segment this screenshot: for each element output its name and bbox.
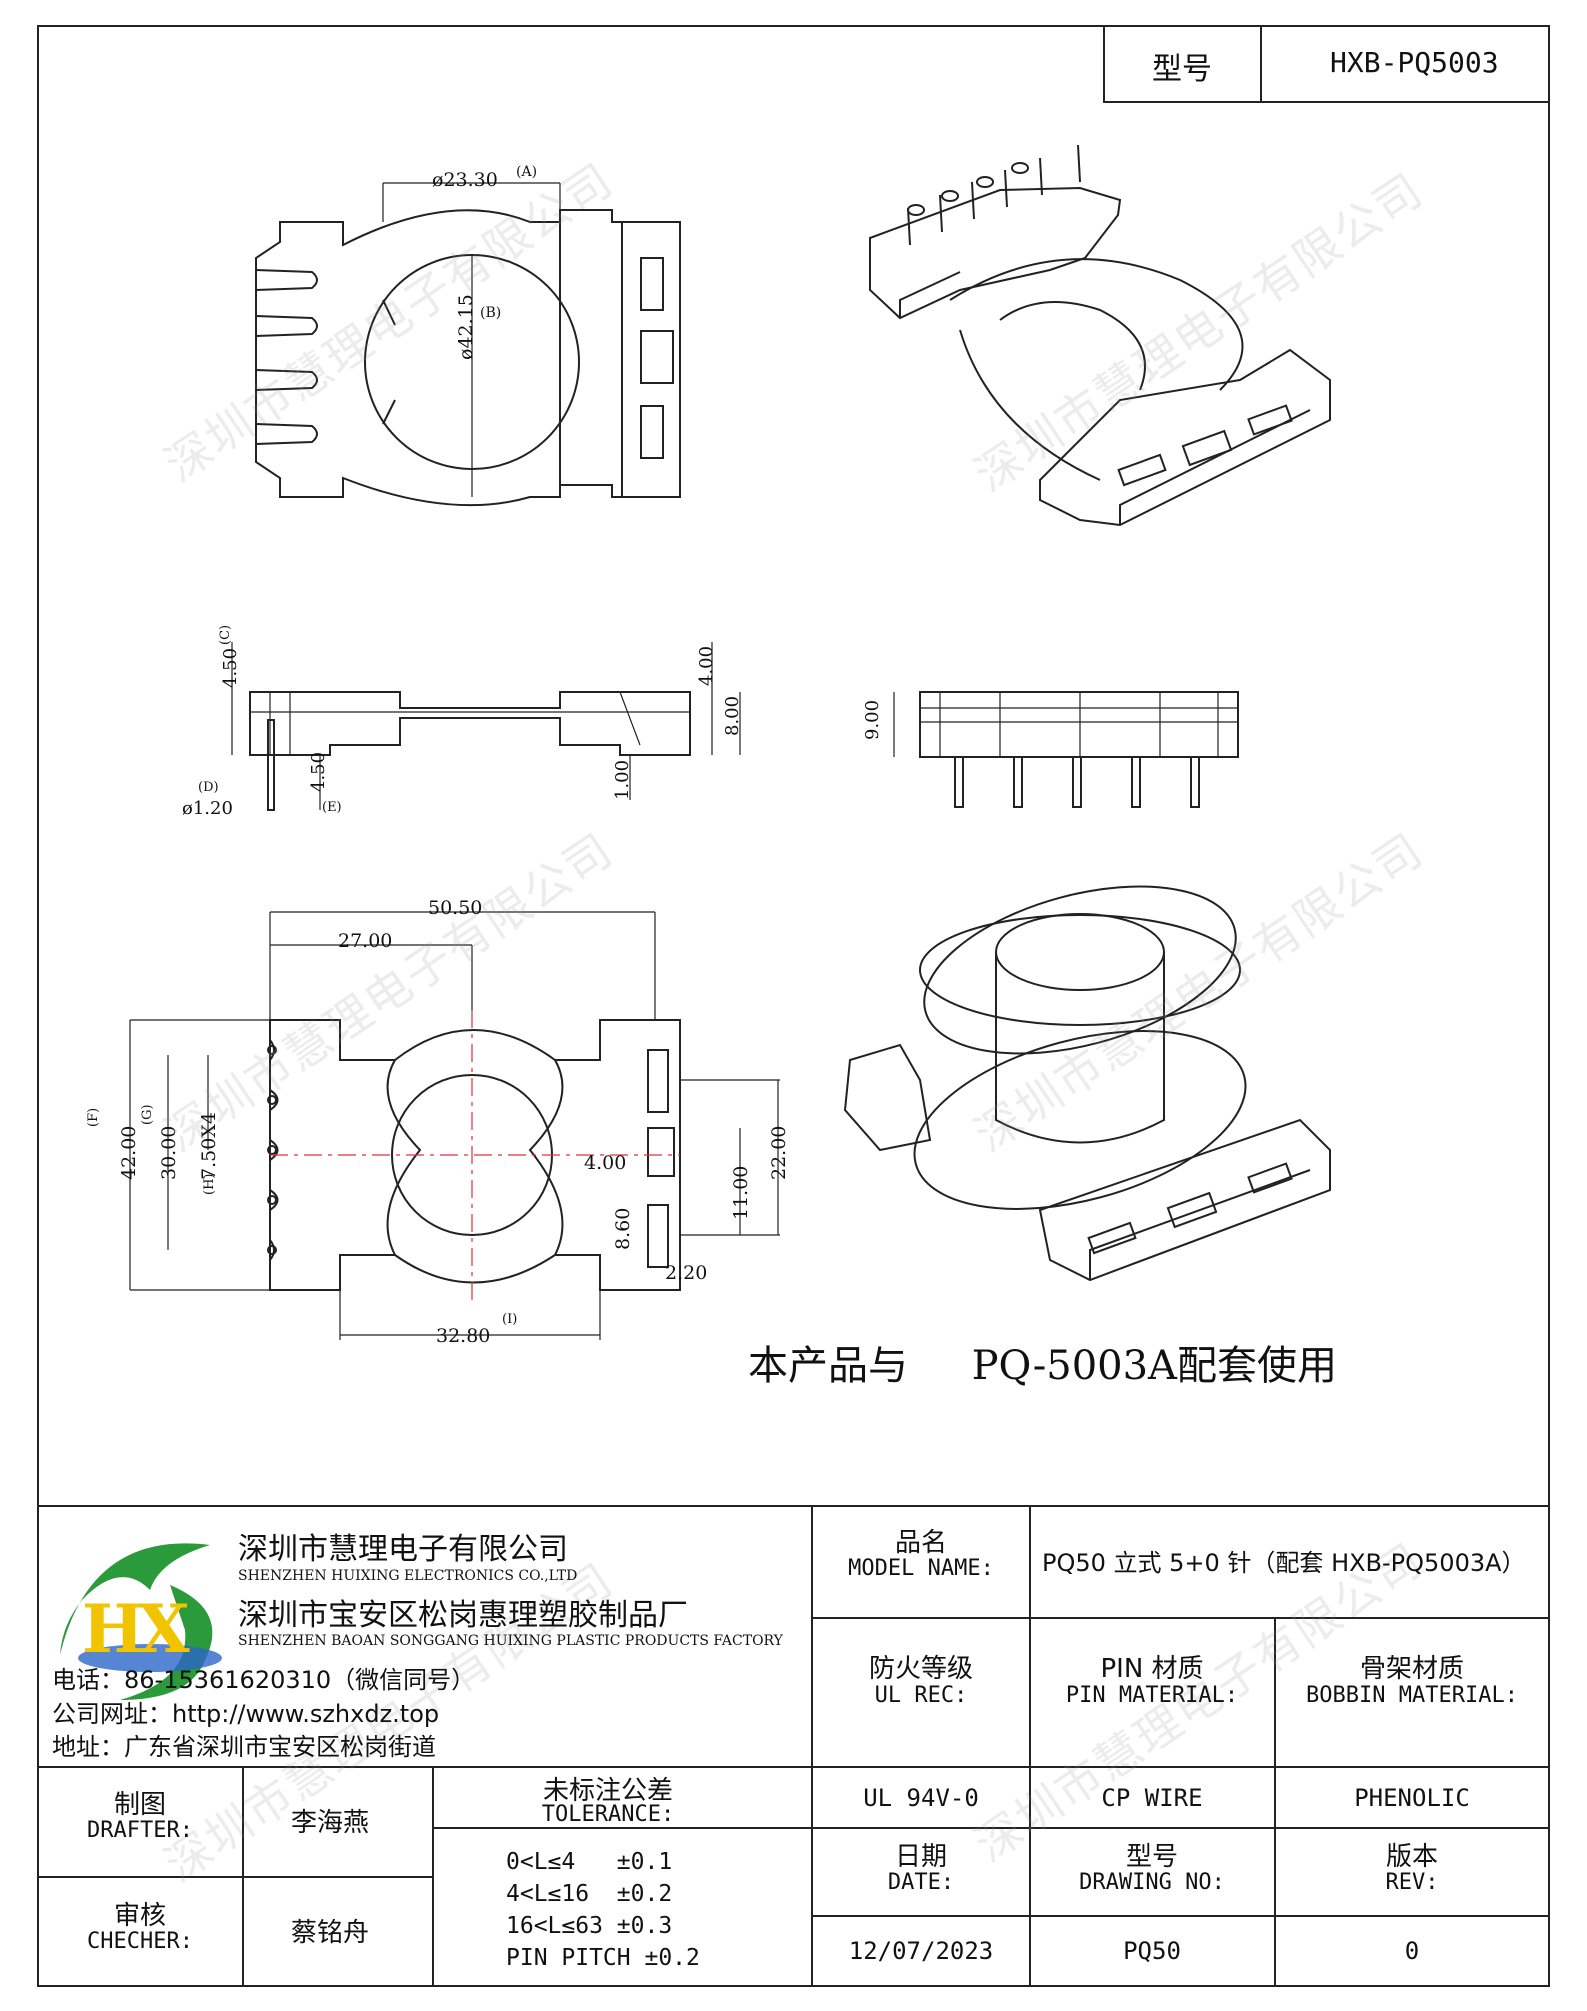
website[interactable]: 公司网址：http://www.szhxdz.top — [52, 1700, 440, 1728]
dim-A-mark: (A) — [516, 164, 538, 180]
dim-C: 4.50 — [220, 647, 241, 688]
dim-11: 11.00 — [730, 1165, 752, 1220]
company-logo — [60, 1543, 222, 1700]
rev-value: 0 — [1404, 1937, 1420, 1965]
date-en: DATE: — [887, 1870, 955, 1895]
dim-I: 32.80 — [436, 1325, 491, 1347]
drafter-cn: 制图 — [113, 1790, 167, 1820]
drafter-en: DRAFTER: — [87, 1818, 193, 1843]
side-view-drawing — [231, 642, 741, 811]
dim-4: 4.00 — [584, 1152, 627, 1174]
address: 地址：广东省深圳市宝安区松岗街道 — [52, 1733, 436, 1761]
drawing-no-value: PQ50 — [1123, 1937, 1181, 1965]
company-name-cn: 深圳市慧理电子有限公司 — [238, 1532, 568, 1567]
dim-C-mark: (C) — [218, 624, 233, 645]
bottom-view-drawing — [129, 911, 780, 1340]
model-header-box — [1103, 25, 1550, 103]
company-name-en: SHENZHEN HUIXING ELECTRONICS CO.,LTD — [238, 1568, 578, 1584]
checker-name: 蔡铭舟 — [290, 1918, 370, 1948]
tolerance-line: 0<L≤4 ±0.1 — [506, 1849, 673, 1875]
dim-F-mark: (F) — [86, 1107, 101, 1127]
dim-h3: 1.00 — [612, 759, 633, 800]
dim-B-mark: (B) — [480, 305, 502, 321]
model-value: HXB-PQ5003 — [1330, 46, 1499, 79]
date-cn: 日期 — [894, 1842, 948, 1872]
dim-pin-dia: ø1.20 — [182, 798, 233, 819]
model-name-cn: 品名 — [894, 1528, 948, 1558]
tolerance-line: 16<L≤63 ±0.3 — [506, 1913, 673, 1939]
logo-letters: HX — [82, 1590, 190, 1668]
dim-E-mark: (E) — [322, 800, 342, 815]
ul-value: UL 94V-0 — [863, 1784, 979, 1812]
dim-h1: 4.00 — [696, 645, 717, 686]
checker-en: CHECHER: — [87, 1929, 193, 1954]
dim-27: 27.00 — [338, 930, 393, 952]
iso-view-top — [869, 144, 1331, 527]
rev-cn: 版本 — [1385, 1842, 1439, 1872]
dim-front-h: 9.00 — [862, 699, 883, 740]
tolerance-line: 4<L≤16 ±0.2 — [506, 1881, 673, 1907]
factory-name-cn: 深圳市宝安区松岗惠理塑胶制品厂 — [238, 1598, 688, 1633]
tolerance-en: TOLERANCE: — [541, 1802, 675, 1827]
ul-label-en: UL REC: — [874, 1683, 968, 1708]
pin-label-en: PIN MATERIAL: — [1065, 1683, 1239, 1708]
bobbin-label-en: BOBBIN MATERIAL: — [1306, 1683, 1518, 1708]
ul-label-cn: 防火等级 — [868, 1654, 974, 1684]
iso-view-bottom — [843, 885, 1331, 1282]
title-block-grid — [38, 1505, 1549, 1986]
tolerance-cn: 未标注公差 — [542, 1776, 674, 1806]
pin-label-cn: PIN 材质 — [1100, 1654, 1204, 1684]
dim-2: 2.20 — [665, 1262, 708, 1284]
dim-F: 42.00 — [118, 1125, 140, 1180]
checker-cn: 审核 — [113, 1901, 167, 1931]
top-view-drawing — [255, 182, 681, 507]
dim-D-mark: (D) — [198, 780, 219, 795]
drafter-name: 李海燕 — [290, 1808, 370, 1838]
drawing-no-en: DRAWING NO: — [1079, 1870, 1225, 1895]
sheet-border — [37, 25, 1550, 1987]
model-name-value: PQ50 立式 5+0 针（配套 HXB-PQ5003A） — [1042, 1549, 1526, 1577]
dim-H-mark: (H) — [202, 1173, 217, 1195]
phone: 电话：86-15361620310（微信同号） — [52, 1666, 476, 1694]
rev-en: REV: — [1385, 1870, 1439, 1895]
dim-h2: 8.00 — [722, 695, 743, 736]
model-name-en: MODEL NAME: — [848, 1556, 994, 1581]
pin-value: CP WIRE — [1101, 1784, 1203, 1812]
bobbin-value: PHENOLIC — [1354, 1784, 1470, 1812]
date-value: 12/07/2023 — [848, 1937, 994, 1965]
factory-name-en: SHENZHEN BAOAN SONGGANG HUIXING PLASTIC … — [238, 1633, 783, 1649]
compatibility-note: 本产品与 PQ-5003A配套使用 — [748, 1343, 1337, 1389]
dim-50: 50.50 — [428, 897, 483, 919]
front-view-drawing — [893, 691, 1239, 808]
bobbin-label-cn: 骨架材质 — [1359, 1654, 1465, 1684]
tolerance-line: PIN PITCH ±0.2 — [506, 1945, 700, 1971]
dim-22: 22.00 — [768, 1125, 790, 1180]
dim-A: ø23.30 — [432, 169, 498, 191]
drawing-no-cn: 型号 — [1125, 1842, 1179, 1872]
dim-I-mark: (I) — [502, 1312, 518, 1327]
dim-8: 8.60 — [612, 1207, 634, 1250]
model-label: 型号 — [1152, 52, 1212, 87]
dim-E: 4.50 — [308, 751, 329, 792]
